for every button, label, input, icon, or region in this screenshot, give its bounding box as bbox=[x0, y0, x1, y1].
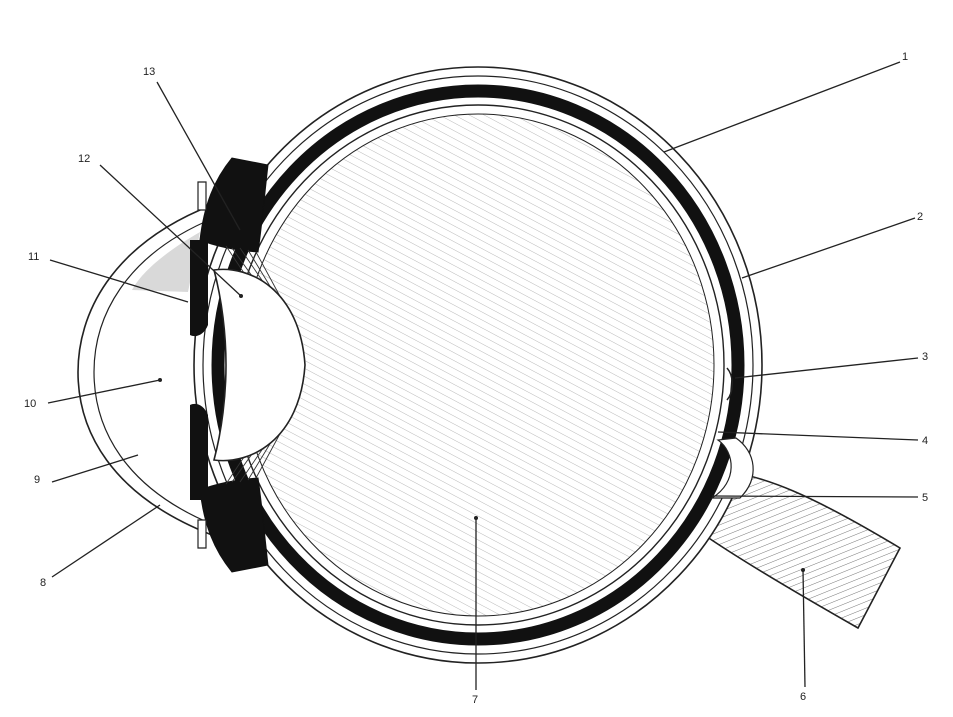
label-2: 2 bbox=[917, 211, 923, 223]
conjunctiva-lower bbox=[198, 520, 206, 548]
dot-7 bbox=[474, 516, 478, 520]
label-13: 13 bbox=[143, 66, 155, 78]
leader-1 bbox=[664, 62, 900, 152]
iris-lower bbox=[190, 404, 208, 500]
label-8: 8 bbox=[40, 577, 46, 589]
conjunctiva-upper bbox=[198, 182, 206, 210]
dot-6 bbox=[801, 568, 805, 572]
vitreous-body bbox=[242, 114, 714, 616]
label-9: 9 bbox=[34, 474, 40, 486]
label-1: 1 bbox=[902, 51, 908, 63]
leader-9 bbox=[52, 455, 138, 482]
leader-2 bbox=[742, 218, 915, 278]
label-12: 12 bbox=[78, 153, 90, 165]
leader-8 bbox=[52, 505, 160, 577]
label-3: 3 bbox=[922, 351, 928, 363]
leader-10 bbox=[48, 380, 160, 403]
label-6: 6 bbox=[800, 691, 806, 703]
dot-12 bbox=[239, 294, 243, 298]
anterior-chamber-shade bbox=[132, 232, 200, 292]
label-5: 5 bbox=[922, 492, 928, 504]
label-10: 10 bbox=[24, 398, 36, 410]
label-11: 11 bbox=[28, 251, 39, 263]
iris-upper bbox=[190, 240, 208, 336]
label-4: 4 bbox=[922, 435, 928, 447]
label-7: 7 bbox=[472, 694, 478, 706]
dot-10 bbox=[158, 378, 162, 382]
